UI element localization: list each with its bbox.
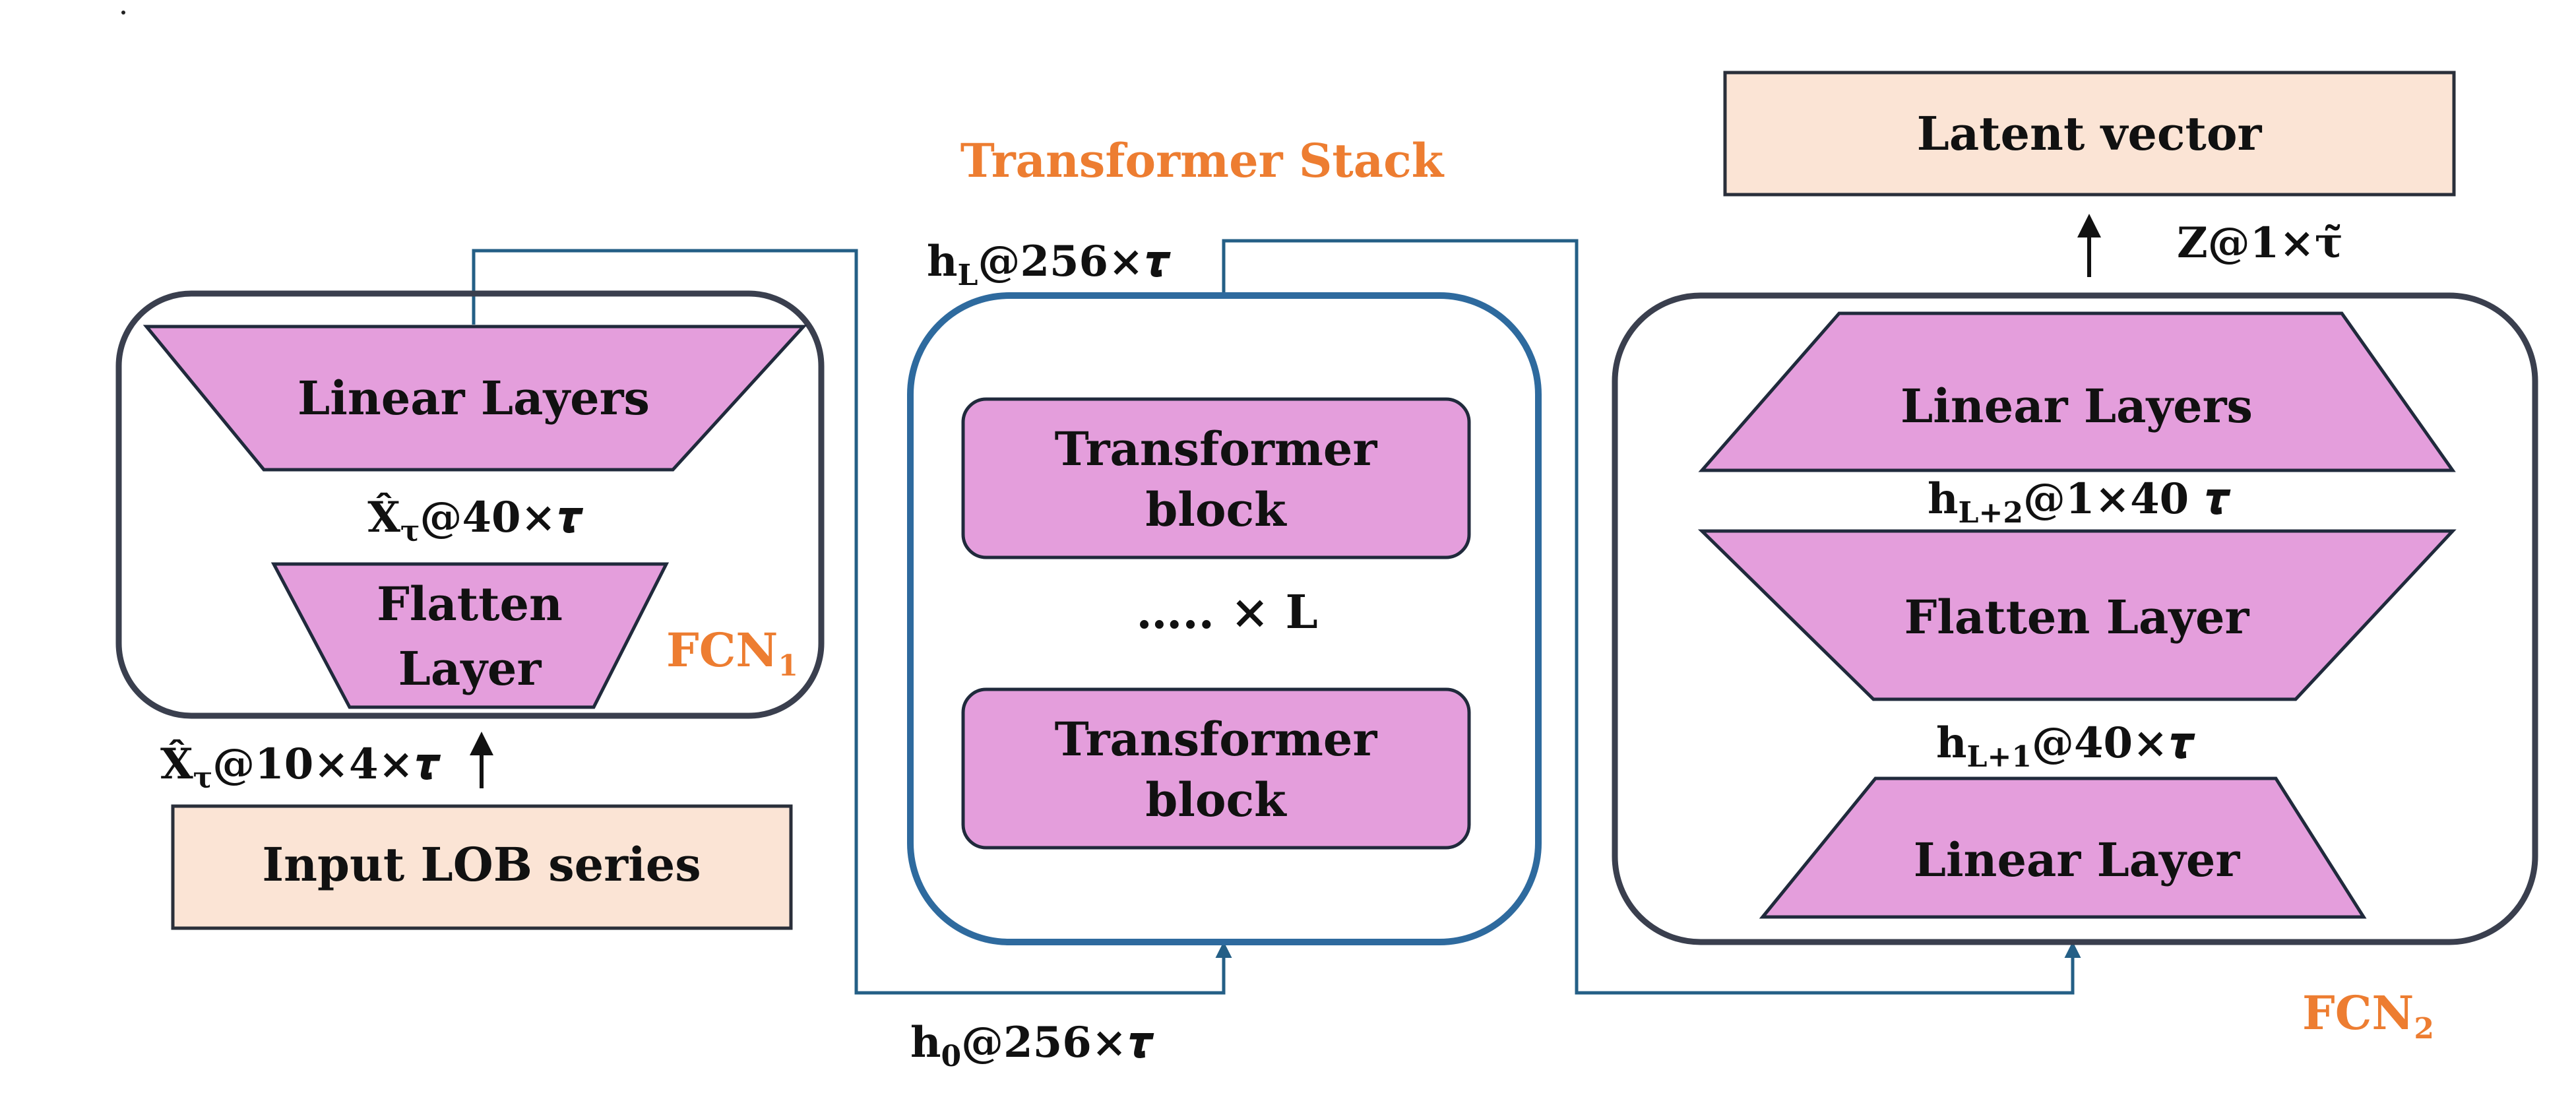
fcn1-linear-layers-label: Linear Layers — [298, 371, 650, 425]
fcn1-group: Linear Layers X̂τ@40×𝝉 Flatten Layer FCN… — [115, 290, 825, 719]
transformer-block-1 — [961, 397, 1471, 559]
fcn2-hL2-label: hL+2@1×40 𝝉 — [1928, 474, 2231, 530]
fcn1-title: FCN1 — [666, 623, 798, 683]
latent-vector-box — [1723, 71, 2456, 197]
stack-h0-label: h0@256×𝝉 — [910, 1018, 1154, 1073]
stray-dot — [121, 11, 125, 15]
input-lob-series-box — [171, 804, 793, 930]
fcn2-linear-layers-shape — [1698, 311, 2456, 472]
fcn2-title: FCN2 — [2302, 986, 2434, 1046]
fcn1-frame — [115, 290, 825, 719]
repeat-label: ….. × L — [1136, 584, 1317, 639]
fcn2-linear-layer-shape — [1759, 776, 2367, 919]
transformer-block-1-line1: Transformer — [1055, 422, 1378, 476]
transformer-block-2 — [961, 687, 1471, 850]
fcn1-x40-label: X̂τ@40×𝝉 — [367, 493, 584, 548]
fcn1-linear-layers-shape — [142, 325, 807, 472]
fcn1-flatten-label-line2: Layer — [398, 641, 542, 696]
transformer-stack-group: Transformer Stack hL@256×𝝉 Transformer b… — [907, 133, 1542, 1073]
fcn1-x10-label: X̂τ@10×4×𝝉 — [160, 740, 441, 795]
fcn2-flatten-layer-shape — [1697, 529, 2457, 701]
fcn2-hL1-label: hL+1@40×𝝉 — [1936, 718, 2196, 774]
latent-vector-label: Latent vector — [1917, 106, 2263, 161]
transformer-block-2-line1: Transformer — [1055, 712, 1378, 767]
transformer-stack-frame — [907, 292, 1542, 945]
input-lob-series-label: Input LOB series — [262, 837, 701, 892]
transformer-block-1-line2: block — [1145, 482, 1287, 537]
fcn2-linear-layers-label: Linear Layers — [1901, 379, 2253, 433]
transformer-stack-title: Transformer Stack — [960, 133, 1445, 188]
latent-z-label: Z@1×𝛕̃ — [2177, 218, 2343, 268]
transformer-block-2-line2: block — [1145, 772, 1287, 827]
fcn1-flatten-label-line1: Flatten — [377, 577, 563, 631]
stack-hL-label: hL@256×𝝉 — [927, 237, 1172, 292]
fcn2-flatten-label: Flatten Layer — [1904, 590, 2250, 645]
connector-stack-to-fcn2 — [1222, 239, 2081, 995]
connector-fcn1-to-stack — [472, 249, 1232, 995]
fcn1-flatten-layer-shape — [270, 562, 670, 709]
fcn2-frame — [1612, 292, 2538, 945]
fcn2-linear-layer-label: Linear Layer — [1914, 833, 2241, 887]
fcn2-group: Linear Layers hL+2@1×40 𝝉 Flatten Layer … — [1612, 292, 2538, 945]
